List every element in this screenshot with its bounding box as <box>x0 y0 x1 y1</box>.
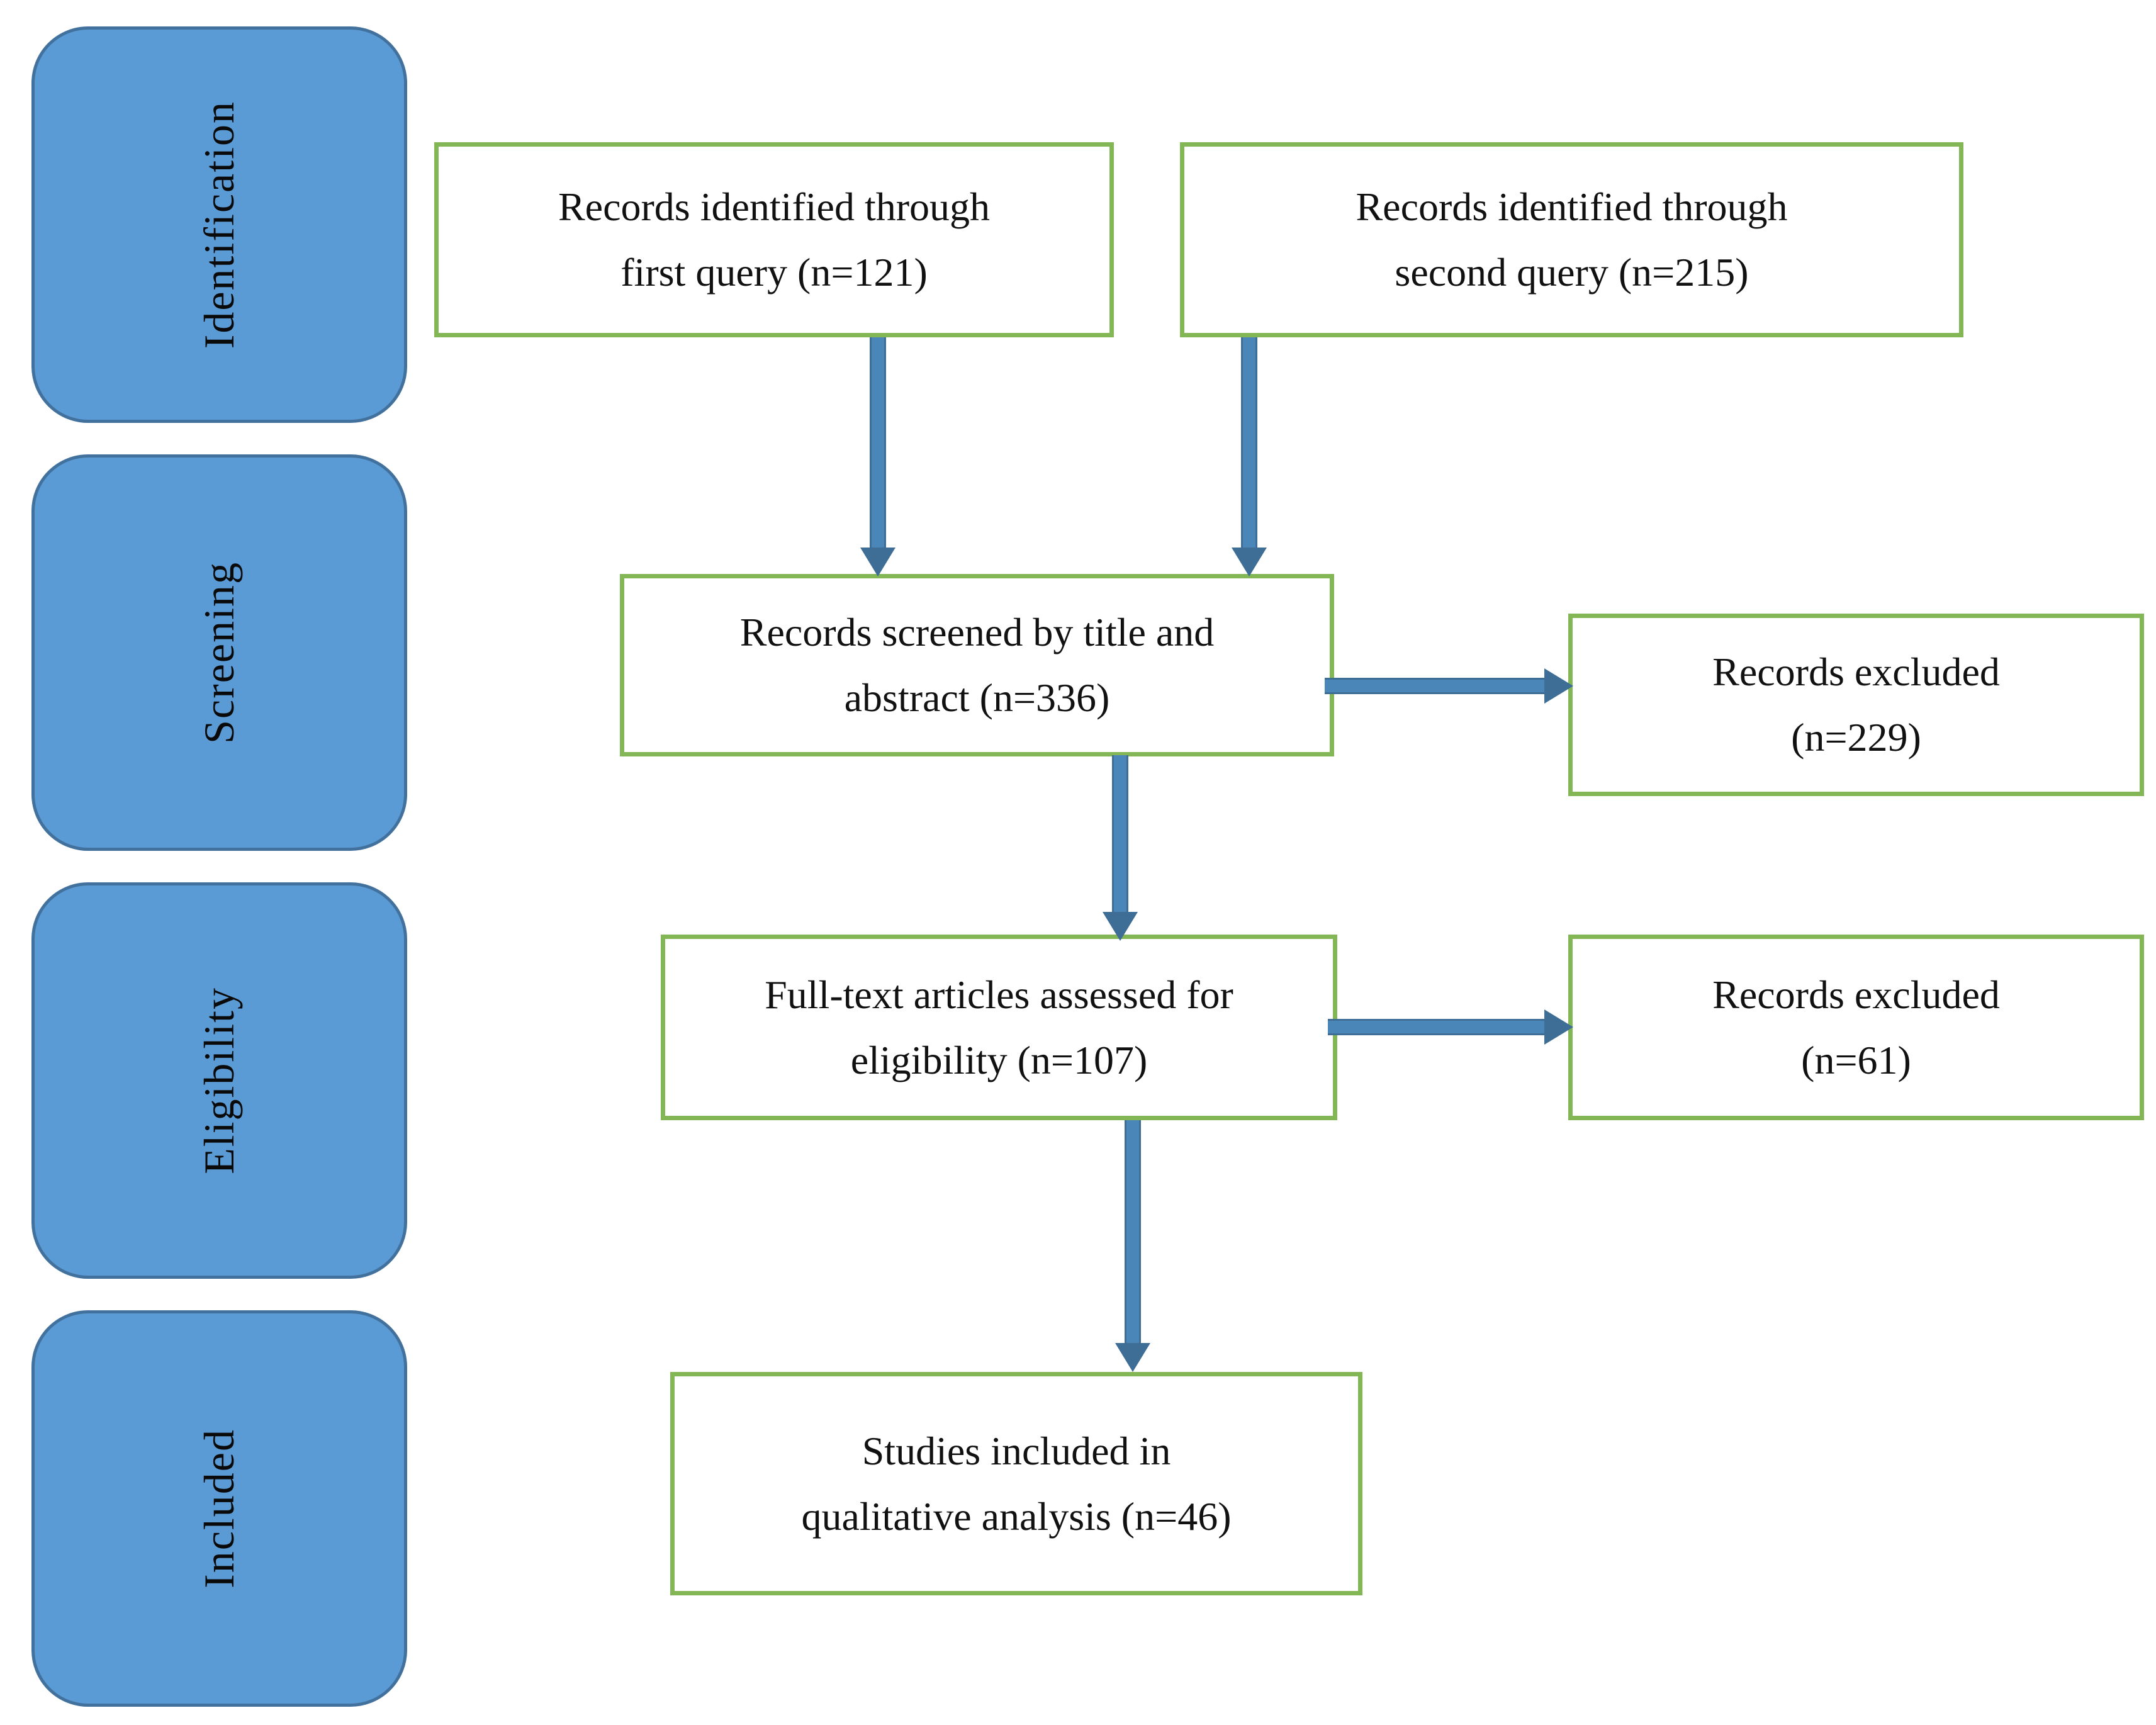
arrow-screened-to-fulltext <box>1101 755 1139 941</box>
arrow-shaft <box>1328 1019 1547 1035</box>
flow-box-records-screened-line1: Records screened by title and <box>739 610 1215 655</box>
flow-box-records-excluded-screening-line1: Records excluded <box>1712 649 2000 695</box>
flow-box-records-excluded-eligibility-line2: (n=61) <box>1801 1037 1911 1082</box>
arrow-screened-to-excluded <box>1325 667 1573 705</box>
stage-box-eligibility: Eligibility <box>31 882 407 1279</box>
flow-box-studies-included: Studies included in qualitative analysis… <box>670 1372 1362 1595</box>
arrow-head-right-icon <box>1544 668 1573 704</box>
flow-box-records-excluded-screening: Records excluded (n=229) <box>1568 614 2144 796</box>
flow-box-records-excluded-screening-line2: (n=229) <box>1791 715 1921 760</box>
arrow-second-query-to-screened <box>1230 337 1268 576</box>
flow-box-records-excluded-eligibility-line1: Records excluded <box>1712 972 2000 1017</box>
arrow-head-down-icon <box>1115 1343 1150 1372</box>
stage-label-screening: Screening <box>195 561 243 744</box>
arrow-shaft <box>1125 1120 1141 1344</box>
flow-box-studies-included-line2: qualitative analysis (n=46) <box>801 1493 1232 1539</box>
stage-label-eligibility: Eligibility <box>195 987 243 1174</box>
stage-label-included: Included <box>195 1429 243 1588</box>
stage-box-screening: Screening <box>31 454 407 851</box>
flow-box-full-text-assessed-line2: eligibility (n=107) <box>850 1037 1148 1082</box>
stage-label-identification: Identification <box>195 100 243 349</box>
arrow-shaft <box>1241 337 1257 549</box>
arrow-head-right-icon <box>1544 1009 1573 1045</box>
stage-box-included: Included <box>31 1310 407 1707</box>
flow-box-full-text-assessed-line1: Full-text articles assessed for <box>765 972 1233 1017</box>
arrow-head-down-icon <box>1103 912 1138 941</box>
arrow-shaft <box>870 337 886 549</box>
arrow-fulltext-to-excluded <box>1328 1008 1573 1046</box>
arrow-fulltext-to-included <box>1114 1120 1152 1372</box>
arrow-first-query-to-screened <box>859 337 897 576</box>
flow-box-full-text-assessed: Full-text articles assessed for eligibil… <box>661 935 1337 1120</box>
flow-box-records-excluded-eligibility: Records excluded (n=61) <box>1568 935 2144 1120</box>
stage-box-identification: Identification <box>31 26 407 423</box>
arrow-head-down-icon <box>860 548 896 576</box>
flow-box-first-query-line1: Records identified through <box>558 184 991 230</box>
flow-box-second-query-line2: second query (n=215) <box>1395 250 1749 295</box>
flow-box-second-query-line1: Records identified through <box>1356 184 1788 230</box>
flow-box-records-screened: Records screened by title and abstract (… <box>620 574 1334 756</box>
flow-box-studies-included-line1: Studies included in <box>862 1428 1171 1473</box>
flow-box-first-query: Records identified through first query (… <box>434 142 1114 337</box>
flow-box-first-query-line2: first query (n=121) <box>620 250 928 295</box>
arrow-shaft <box>1112 755 1128 913</box>
arrow-head-down-icon <box>1232 548 1267 576</box>
arrow-shaft <box>1325 678 1547 694</box>
flow-box-second-query: Records identified through second query … <box>1180 142 1963 337</box>
flow-box-records-screened-line2: abstract (n=336) <box>844 675 1110 720</box>
